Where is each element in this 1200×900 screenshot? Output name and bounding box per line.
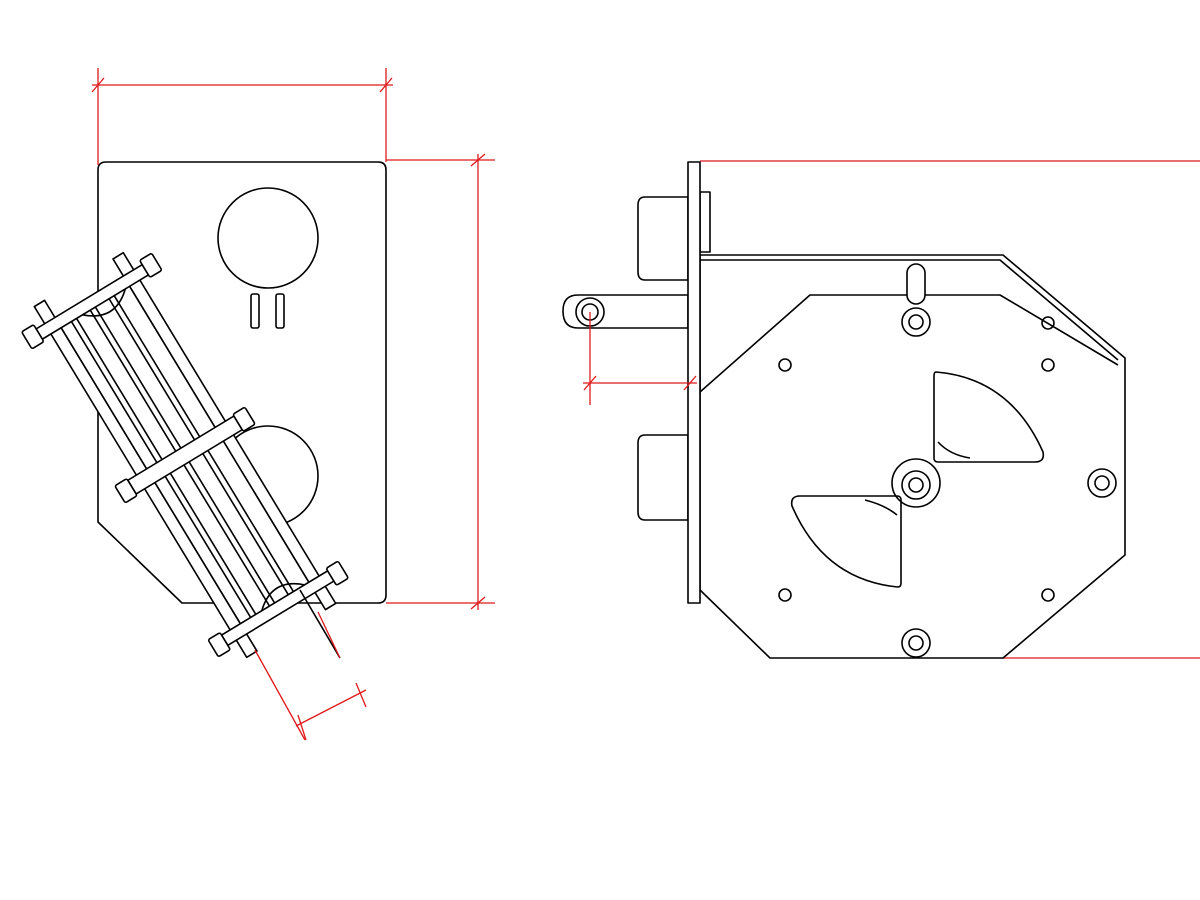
- bumper-top: [637, 196, 689, 281]
- dimension-lines-right: [583, 312, 697, 405]
- dimension-lines-left: [91, 68, 495, 741]
- bolt-icon: [901, 307, 1117, 658]
- upper-hole: [217, 187, 319, 289]
- mounting-plate: [97, 161, 387, 604]
- sector-upper: [933, 371, 1045, 463]
- octagon-plate: [699, 254, 1126, 659]
- slot-right: [275, 293, 285, 329]
- sector-lower: [790, 495, 902, 588]
- bumper-bottom: [637, 434, 689, 521]
- side-view: [21, 68, 495, 741]
- slot-left: [250, 293, 260, 329]
- front-view: [562, 160, 1200, 659]
- screw-hole-icon: [778, 316, 1055, 602]
- bracket-assembly: [21, 251, 349, 659]
- bolt-icon: [21, 253, 349, 657]
